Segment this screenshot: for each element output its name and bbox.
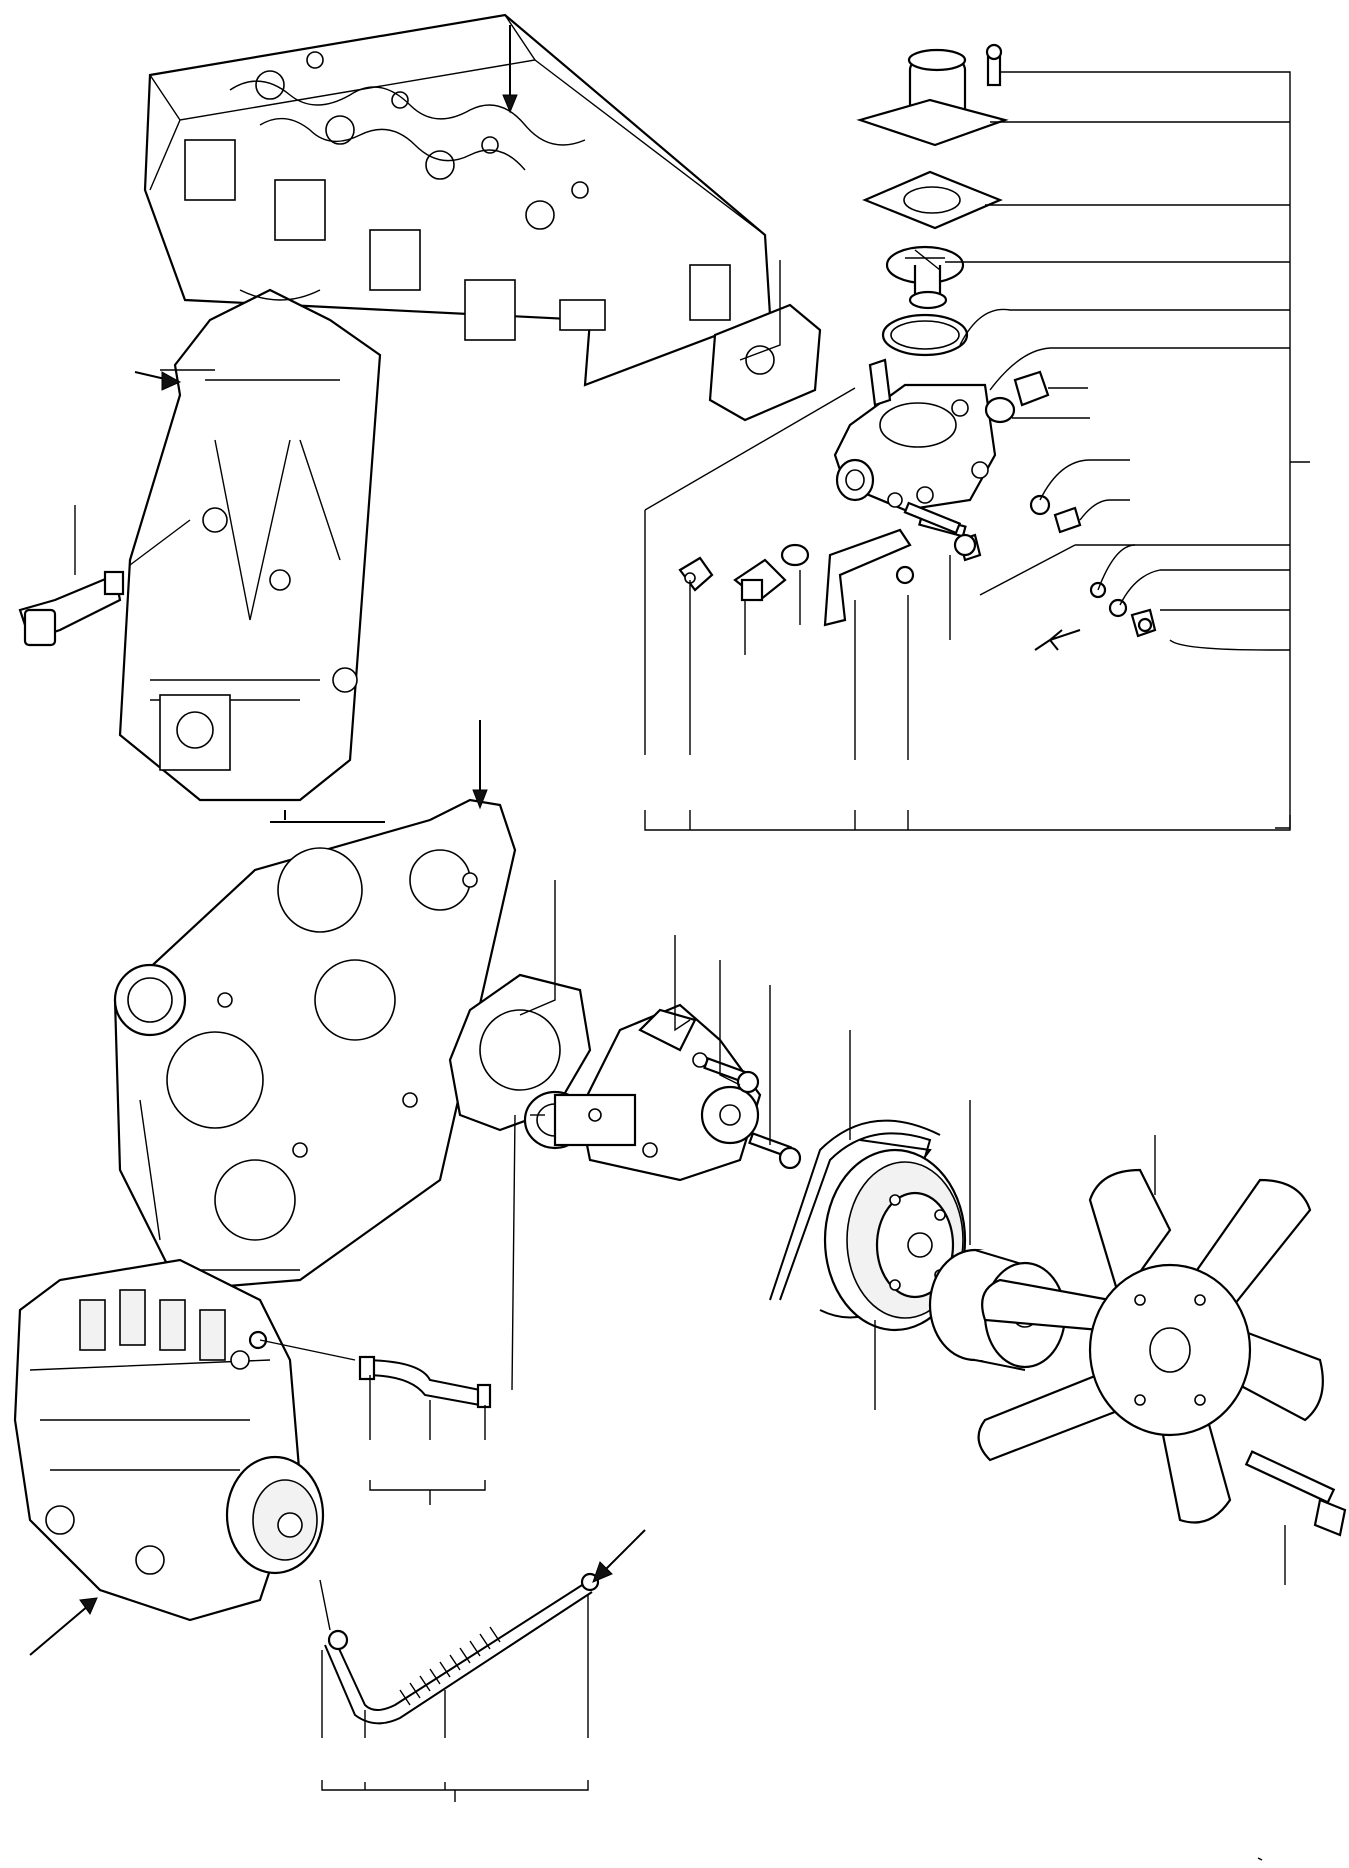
drain-plug [678, 556, 714, 592]
thermostat [885, 245, 965, 310]
housing-bolt-plug [984, 370, 1050, 424]
coolant-hose [324, 1572, 600, 1725]
fuel-injection-pump [13, 1258, 325, 1622]
small-bolts [918, 494, 1157, 638]
leader-lines-main [74, 260, 1286, 1861]
crank-pulley [823, 1148, 967, 1332]
bracket-plate [823, 528, 915, 627]
fan-bolt [1244, 1450, 1347, 1537]
copper-washer [780, 543, 810, 567]
direction-arrows [29, 25, 646, 1656]
water-pump-bolt-2 [748, 1132, 802, 1170]
sensor-plug [18, 570, 125, 647]
leader-lines-thermostat [644, 71, 1310, 831]
bypass-hose [358, 1355, 492, 1409]
thermostat-housing [833, 358, 997, 512]
thermostat-cover [856, 43, 1009, 147]
cylinder-head [143, 13, 772, 387]
housing-stud [903, 501, 977, 557]
cooling-fan [977, 1168, 1324, 1524]
temperature-sender [733, 558, 787, 602]
engine-block [118, 288, 385, 823]
water-pump [523, 1003, 762, 1182]
water-pump-bolt [703, 1057, 760, 1094]
